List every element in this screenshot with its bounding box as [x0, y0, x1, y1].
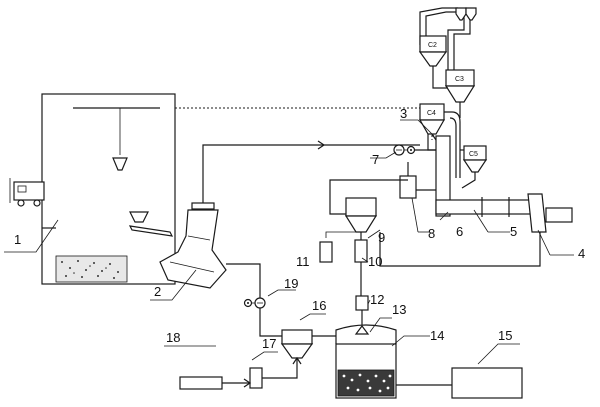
- cyclone-tag-c5: C5: [469, 151, 478, 158]
- cyclone-tag-c4: C4: [427, 110, 436, 117]
- label-8: 8: [428, 226, 435, 241]
- label-13: 13: [392, 302, 406, 317]
- unit-11: [319, 231, 361, 263]
- separator-9: [344, 197, 378, 233]
- unit-17: [249, 356, 302, 389]
- dust-line: [175, 107, 433, 140]
- label-10: 10: [368, 254, 382, 269]
- label-1: 1: [14, 232, 21, 247]
- air-return-line: [379, 232, 541, 267]
- label-7: 7: [372, 152, 379, 167]
- cyclone-tag-c2: C2: [428, 42, 437, 49]
- label-6: 6: [456, 224, 463, 239]
- leader-lines: [4, 119, 574, 365]
- label-9: 9: [378, 230, 385, 245]
- burner-8: [399, 162, 436, 199]
- label-3: 3: [400, 106, 407, 121]
- truck-icon: [9, 178, 45, 207]
- feed-valve-7: [393, 144, 436, 156]
- packing-unit-15: [451, 367, 523, 399]
- label-17: 17: [262, 336, 276, 351]
- cooler-4: [527, 193, 573, 233]
- label-2: 2: [154, 284, 161, 299]
- material-pile: [55, 255, 128, 283]
- rotary-kiln: [435, 197, 533, 217]
- hot-gas-pipe: [202, 144, 420, 203]
- valve-19: [243, 297, 282, 337]
- label-11: 11: [296, 254, 310, 269]
- unit-18: [179, 376, 223, 390]
- storage-silo-14: [335, 324, 397, 399]
- feed-hopper: [128, 211, 174, 237]
- mill-gas-line: [329, 179, 408, 215]
- label-16: 16: [312, 298, 326, 313]
- label-4: 4: [578, 246, 585, 261]
- label-5: 5: [510, 224, 517, 239]
- cyclone-tag-c3: C3: [455, 76, 464, 83]
- unit-10: [354, 232, 368, 263]
- crusher-return-line: [226, 263, 261, 298]
- label-18: 18: [166, 330, 180, 345]
- label-15: 15: [498, 328, 512, 343]
- label-14: 14: [430, 328, 444, 343]
- label-19: 19: [284, 276, 298, 291]
- unit-12: [355, 262, 369, 330]
- cyclone-preheater: C2 C3 C4 C5: [418, 7, 488, 217]
- storage-shed: [41, 93, 176, 285]
- dust-collector-16: [280, 329, 336, 359]
- label-12: 12: [370, 292, 384, 307]
